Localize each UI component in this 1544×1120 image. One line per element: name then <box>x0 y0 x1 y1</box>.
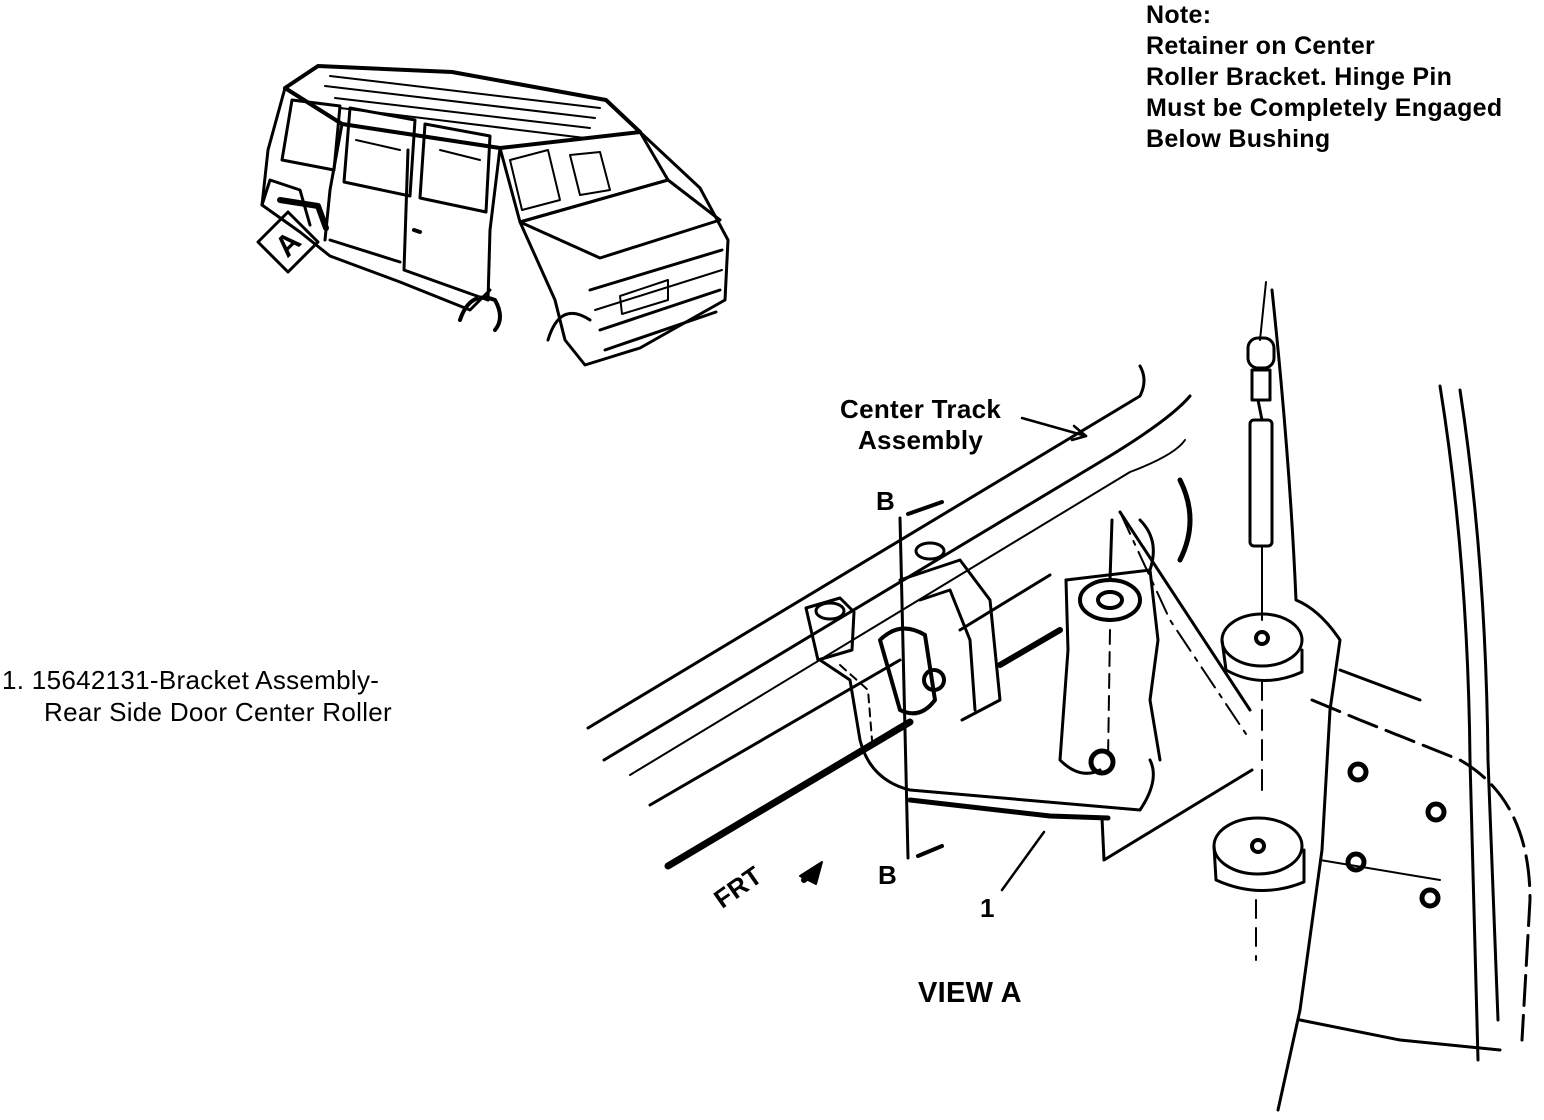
center-track-label-line-2: Assembly <box>857 425 984 455</box>
legend-line-1: 1. 15642131-Bracket Assembly- <box>2 665 380 695</box>
door-hinge <box>1212 281 1532 1112</box>
front-arrow-icon <box>799 861 823 885</box>
van-illustration <box>256 64 730 367</box>
view-a-marker-letter: A <box>269 225 308 264</box>
section-b-top-label: B <box>876 486 896 516</box>
note-line: Retainer on Center <box>1146 32 1376 60</box>
section-line-b-b <box>898 500 944 860</box>
note-line: Note: <box>1146 1 1212 29</box>
note-text: Note: Retainer on Center Roller Bracket.… <box>1146 0 1502 155</box>
note-line: Must be Completely Engaged <box>1146 94 1503 122</box>
center-track-leader <box>1020 416 1088 442</box>
note-line: Below Bushing <box>1146 125 1331 153</box>
section-b-bottom-label: B <box>878 860 898 890</box>
view-title: VIEW A <box>918 977 1022 1009</box>
center-track-rail <box>586 364 1193 870</box>
note-line: Roller Bracket. Hinge Pin <box>1146 63 1453 91</box>
legend-line-2: Rear Side Door Center Roller <box>44 697 392 727</box>
parts-legend: 1. 15642131-Bracket Assembly- Rear Side … <box>2 664 392 728</box>
center-track-label-line-1: Center Track <box>840 394 1002 424</box>
view-a-marker-diamond <box>256 210 320 274</box>
bracket-assembly <box>804 510 1254 892</box>
item-1-callout: 1 <box>980 893 995 923</box>
center-track-label: Center Track Assembly <box>840 394 1001 456</box>
